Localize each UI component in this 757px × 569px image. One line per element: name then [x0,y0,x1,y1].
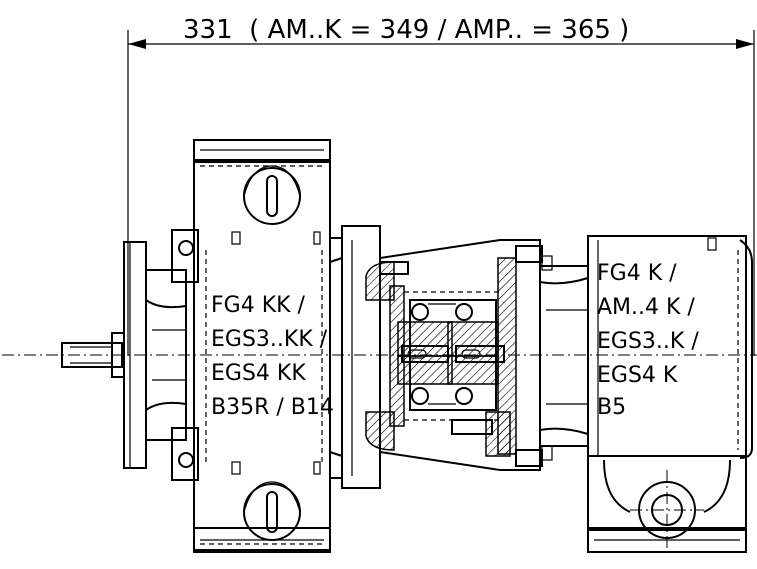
adapter-flange [329,225,381,489]
coupling-housing [365,239,543,471]
right-unit-label-line: AM..4 K / [597,295,695,320]
top-shaft-end [243,165,301,225]
right-unit-label: FG4 K / AM..4 K / EGS3..K / EGS4 K B5 [597,261,699,420]
right-gearbox-housing [587,235,753,553]
dimension-arrow-right [736,39,754,49]
right-unit-label-line: EGS3..K / [597,329,699,354]
output-shaft [61,332,125,378]
right-unit-label-line: FG4 K / [597,261,677,286]
left-gearbox-housing [171,139,331,553]
coupling-internals [397,291,505,421]
right-unit-label-line: EGS4 K [597,363,678,388]
left-unit-label-line: B35R / B14 [211,395,334,420]
left-unit-label-line: EGS3..KK / [211,327,328,352]
left-flange [123,241,187,469]
right-bottom-shaft-end [630,470,704,552]
dimension-arrow-left [128,39,146,49]
left-unit-label-line: FG4 KK / [211,293,306,318]
dimension-text: 331 ( AM..K = 349 / AMP.. = 365 ) [183,15,629,45]
left-unit-label: FG4 KK / EGS3..KK / EGS4 KK B35R / B14 [211,293,334,420]
bottom-shaft-end [243,481,301,541]
right-flange [539,255,589,461]
left-unit-label-line: EGS4 KK [211,361,306,386]
overall-dimension: 331 ( AM..K = 349 / AMP.. = 365 ) [127,15,755,356]
right-unit-label-line: B5 [597,395,626,420]
